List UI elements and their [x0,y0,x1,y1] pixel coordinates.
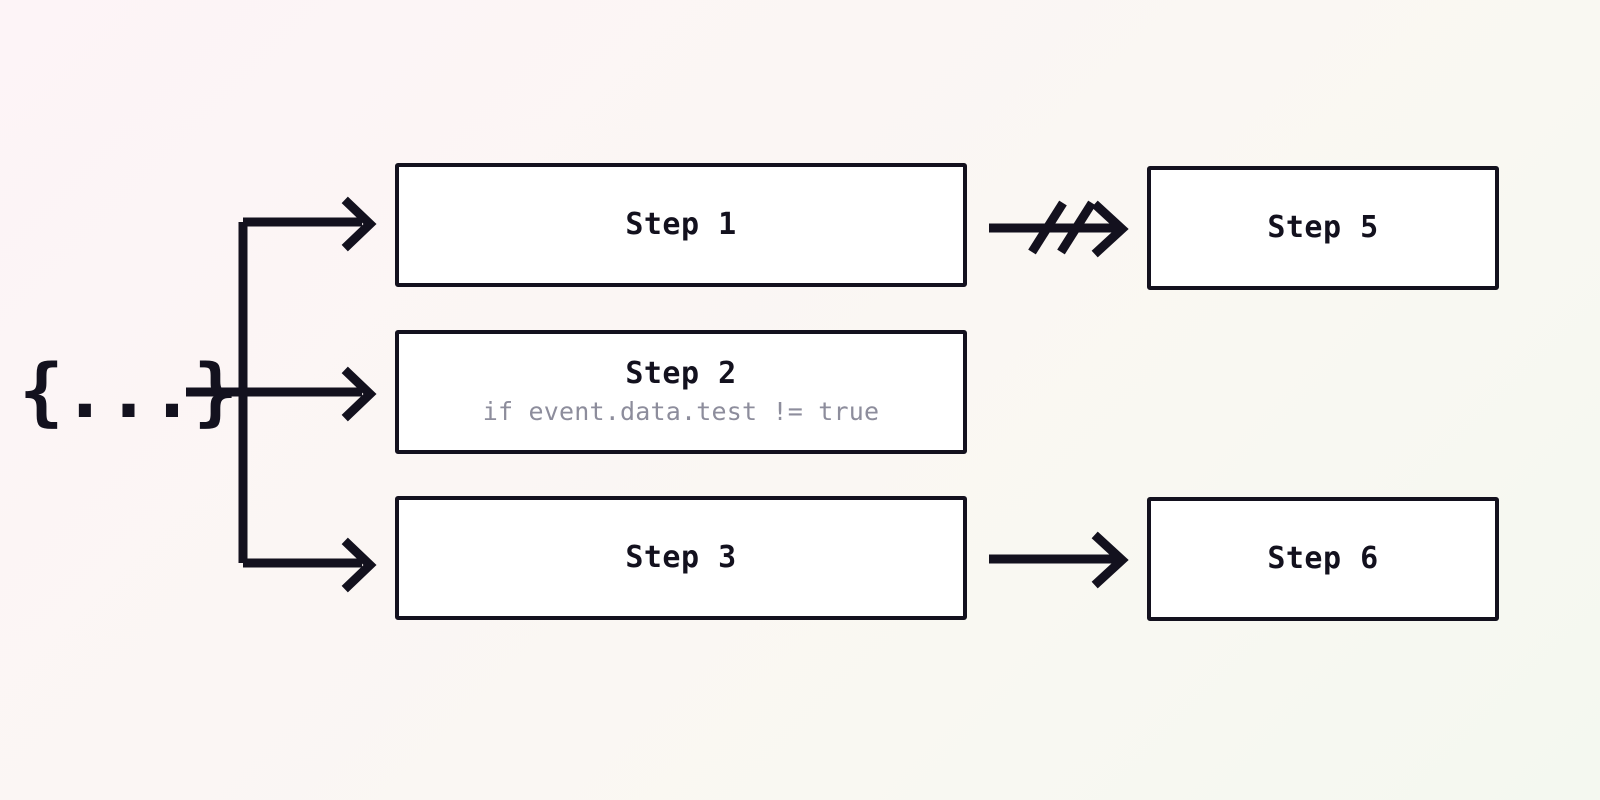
node-step5-title: Step 5 [1267,209,1379,245]
edge-source-step1-arrowhead [341,196,377,252]
node-step6-title: Step 6 [1267,540,1379,576]
node-step2-title: Step 2 [625,356,737,392]
edge-source-step2-arrowhead [341,366,377,422]
node-step3-title: Step 3 [625,539,737,575]
event-payload-source[interactable]: {...} [19,349,238,435]
edge-step1-step5-slash-2 [1057,200,1096,255]
node-step2[interactable]: Step 2 if event.data.test != true [395,330,967,454]
edge-step1-step5-slash-1 [1028,200,1067,255]
node-step2-condition: if event.data.test != true [482,396,880,426]
edge-source-step3-arrowhead [341,537,377,593]
node-step3[interactable]: Step 3 [395,496,967,620]
node-step1[interactable]: Step 1 [395,163,967,287]
edge-step1-step5-arrowhead [1091,200,1129,258]
node-step5[interactable]: Step 5 [1147,166,1499,290]
edge-step3-step6-arrowhead [1091,531,1129,589]
node-step1-title: Step 1 [625,206,737,242]
node-step6[interactable]: Step 6 [1147,497,1499,621]
